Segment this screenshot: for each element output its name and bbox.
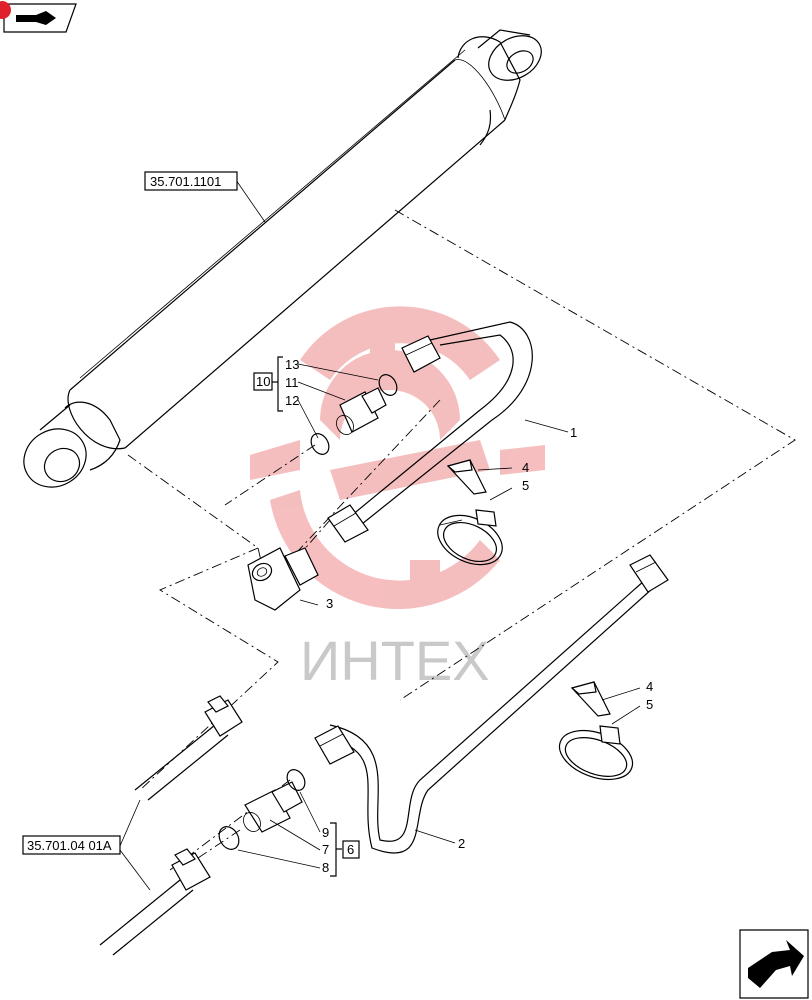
pipe-1 — [327, 321, 533, 543]
callout-5-lower: 5 — [646, 697, 653, 712]
kit-box-6: 6 — [342, 840, 360, 859]
bracket-kit-10 — [277, 356, 283, 412]
ref-pipe-lower — [99, 848, 211, 956]
callout-4-upper: 4 — [522, 460, 529, 475]
hose-clamp-5-upper — [437, 509, 503, 566]
svg-text:35.701.04 01A: 35.701.04 01A — [27, 838, 112, 853]
callout-7: 7 — [322, 842, 329, 857]
callout-4-lower: 4 — [646, 679, 653, 694]
hose-clamp-5-lower — [558, 725, 634, 781]
hydraulic-cylinder — [23, 29, 542, 488]
kit-box-10: 10 — [253, 372, 273, 391]
callout-12: 12 — [285, 393, 299, 408]
clip-4-lower — [570, 681, 611, 717]
callout-1: 1 — [570, 425, 577, 440]
nav-icon-bottom-right[interactable] — [739, 929, 809, 999]
o-ring-12 — [310, 433, 330, 455]
ref-box-bottom[interactable]: 35.701.04 01A — [22, 835, 121, 855]
ref-box-cylinder[interactable]: 35.701.1101 — [144, 171, 238, 191]
fitting-7 — [243, 781, 303, 833]
callout-13: 13 — [285, 357, 299, 372]
red-badge-icon — [0, 1, 11, 19]
svg-text:35.701.1101: 35.701.1101 — [150, 174, 221, 189]
o-ring-8 — [218, 826, 240, 850]
leader-lines — [119, 179, 641, 891]
elbow-fitting-3 — [247, 547, 319, 611]
callout-8: 8 — [322, 860, 329, 875]
callout-9: 9 — [322, 825, 329, 840]
svg-text:10: 10 — [256, 374, 270, 389]
o-ring-9 — [286, 769, 306, 791]
pipe-2 — [314, 554, 669, 854]
callout-3: 3 — [326, 596, 333, 611]
ref-pipe-upper — [134, 695, 243, 801]
fitting-11 — [336, 387, 387, 435]
watermark-text: ИНТЕХ — [300, 629, 490, 692]
callout-11: 11 — [285, 375, 299, 390]
callout-2: 2 — [458, 836, 465, 851]
assembly-lines — [127, 209, 796, 871]
o-ring-13 — [378, 374, 398, 396]
svg-text:6: 6 — [347, 842, 354, 857]
clip-4-upper — [446, 459, 487, 495]
nav-icon-top[interactable] — [0, 1, 77, 33]
bracket-kit-6 — [330, 822, 337, 877]
watermark-logo — [250, 306, 545, 610]
callout-5-upper: 5 — [522, 478, 529, 493]
